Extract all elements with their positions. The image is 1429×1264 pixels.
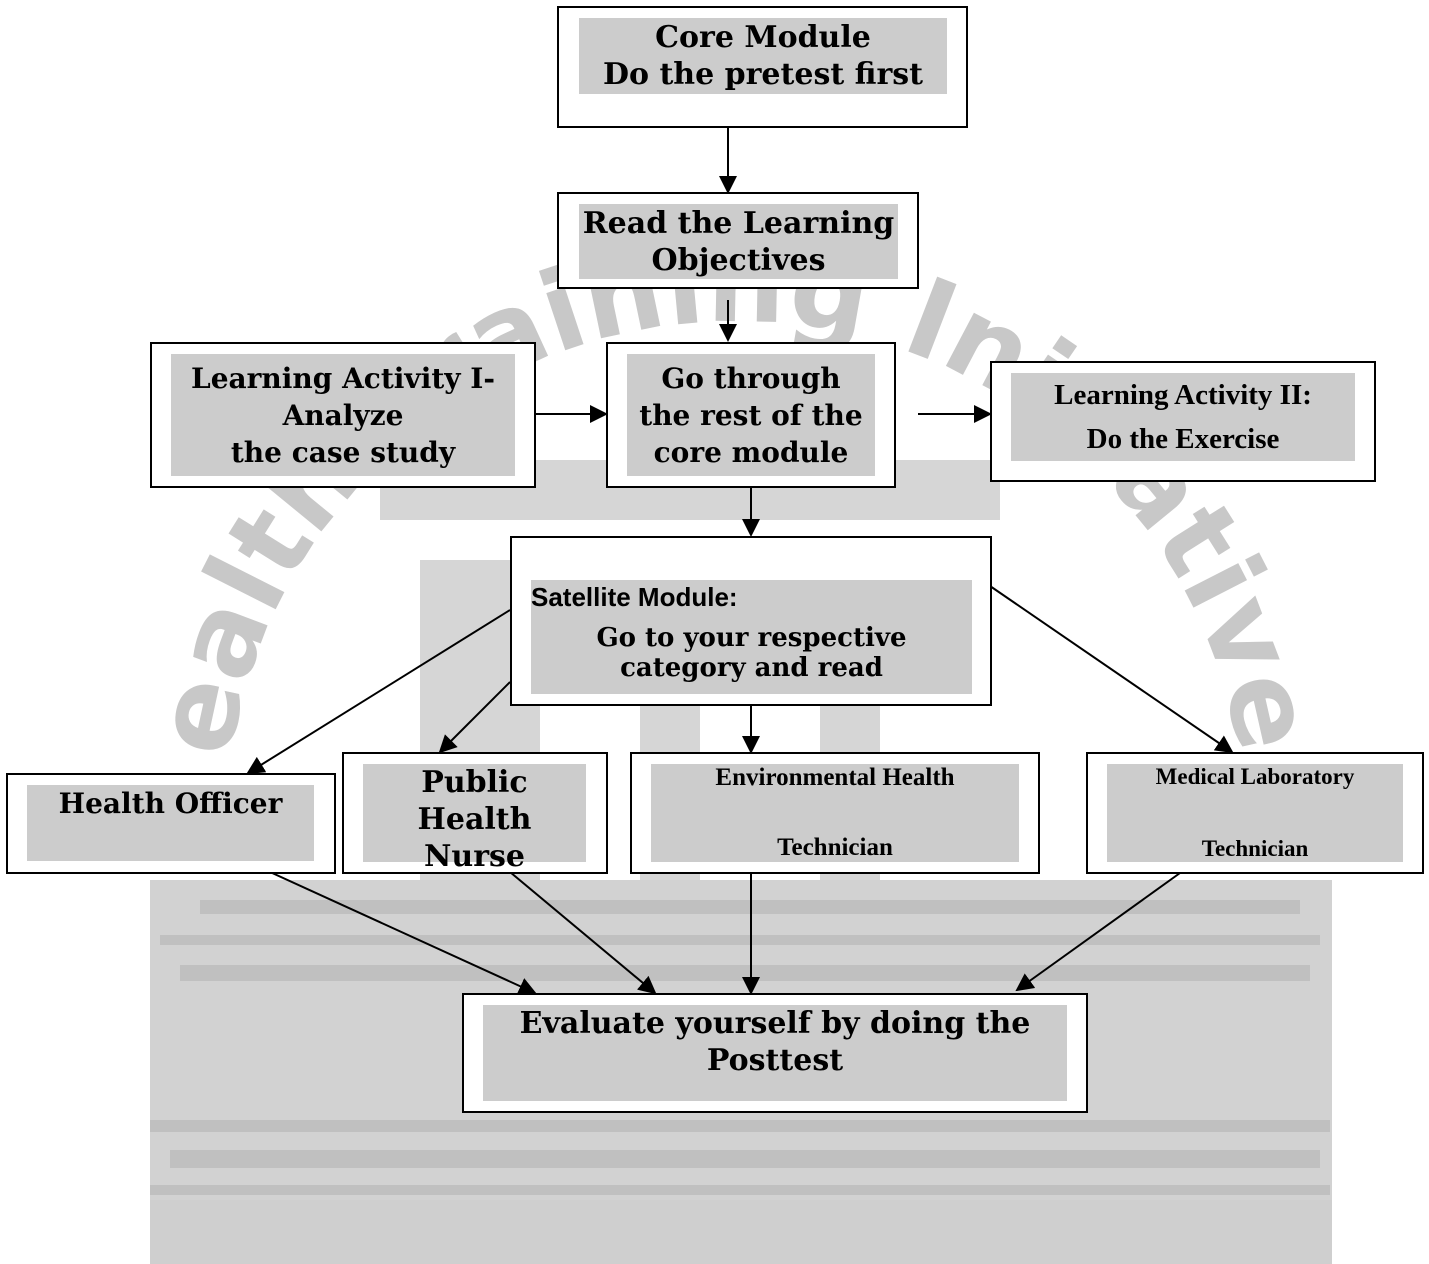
core-module-rest-label: Go through the rest of the core module [627, 354, 875, 476]
medlab-line-1: Medical Laboratory [1155, 764, 1355, 789]
core-module-box: Core Module Do the pretest first [557, 6, 968, 128]
satellite-module-label: Satellite Module: Go to your respective … [531, 580, 972, 694]
gothrough-line-2: the rest of the [639, 398, 863, 432]
health-officer-label: Health Officer [27, 785, 314, 861]
medlab-line-2: Technician [1201, 836, 1309, 861]
health-officer-line-1: Health Officer [58, 787, 283, 820]
nurse-line-2: Health Nurse [417, 802, 532, 874]
core-module-rest-box: Go through the rest of the core module [606, 342, 896, 488]
objectives-line-2: Objectives [651, 242, 826, 278]
satellite-line-2: category and read [620, 653, 883, 683]
activity2-line-1: Learning Activity II: [1054, 378, 1312, 411]
learning-activity-1-label: Learning Activity I- Analyze the case st… [171, 354, 515, 476]
posttest-label: Evaluate yourself by doing the Posttest [483, 1005, 1067, 1101]
learning-activity-1-box: Learning Activity I- Analyze the case st… [150, 342, 536, 488]
learning-objectives-label: Read the Learning Objectives [579, 204, 898, 279]
gothrough-line-1: Go through [661, 361, 841, 395]
activity2-line-2: Do the Exercise [1086, 422, 1280, 455]
activity1-line-3: the case study [230, 435, 456, 469]
satellite-line-1: Go to your respective [596, 623, 907, 653]
satellite-heading: Satellite Module: [531, 582, 738, 612]
posttest-box: Evaluate yourself by doing the Posttest [462, 993, 1088, 1113]
learning-objectives-box: Read the Learning Objectives [557, 192, 919, 289]
core-module-line-2: Do the pretest first [602, 57, 924, 92]
core-module-line-1: Core Module [655, 20, 871, 55]
objectives-line-1: Read the Learning [582, 205, 895, 241]
learning-activity-2-box: Learning Activity II: Do the Exercise [990, 361, 1376, 482]
core-module-label: Core Module Do the pretest first [579, 18, 947, 94]
public-health-nurse-label: Public Health Nurse [363, 764, 586, 874]
medical-laboratory-label: Medical Laboratory Technician [1107, 764, 1403, 862]
env-line-1: Environmental Health [715, 764, 955, 791]
environmental-health-label: Environmental Health Technician [651, 764, 1019, 862]
activity1-line-2: Analyze [282, 398, 404, 432]
posttest-line-1: Evaluate yourself by doing the [519, 1006, 1031, 1041]
health-officer-box: Health Officer [6, 773, 336, 874]
public-health-nurse-box: Public Health Nurse [342, 752, 608, 874]
medical-laboratory-box: Medical Laboratory Technician [1086, 752, 1424, 874]
nurse-line-1: Public [421, 765, 528, 800]
learning-activity-2-label: Learning Activity II: Do the Exercise [1011, 373, 1355, 461]
posttest-line-2: Posttest [706, 1043, 844, 1078]
gothrough-line-3: core module [653, 435, 849, 469]
satellite-module-box: Satellite Module: Go to your respective … [510, 536, 992, 706]
activity1-line-1: Learning Activity I- [191, 361, 495, 395]
env-line-2: Technician [777, 834, 893, 861]
environmental-health-box: Environmental Health Technician [630, 752, 1040, 874]
